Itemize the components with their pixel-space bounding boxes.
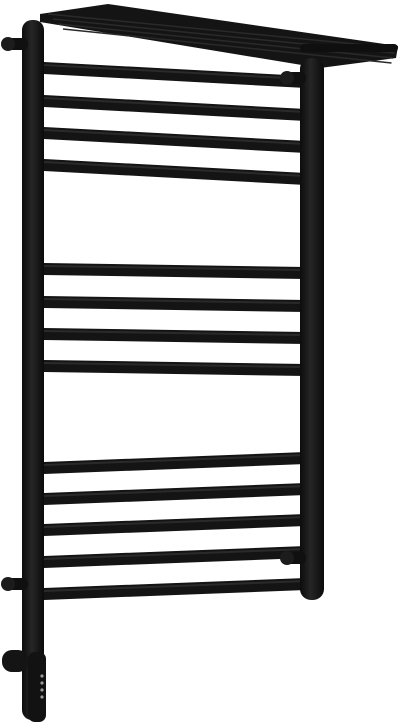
indicator-dot-3 xyxy=(40,688,44,692)
control-unit xyxy=(2,650,46,722)
rail-1 xyxy=(43,62,307,88)
control-housing xyxy=(28,652,46,722)
heated-rails xyxy=(43,62,307,600)
rail-10 xyxy=(43,483,307,505)
rail-8 xyxy=(43,360,307,376)
shelf-bar-3 xyxy=(57,23,394,59)
rail-13 xyxy=(43,578,307,600)
indicator-dot-4 xyxy=(40,695,44,699)
indicator-dot-2 xyxy=(40,681,44,685)
wall-mount-bottom-left xyxy=(1,577,28,591)
rail-4 xyxy=(43,159,307,185)
indicator-dot-1 xyxy=(40,674,44,678)
rail-2 xyxy=(43,95,307,121)
shelf-bars xyxy=(47,13,397,64)
indicator-lights xyxy=(40,674,44,699)
rail-7 xyxy=(43,328,307,344)
right-post xyxy=(300,58,324,600)
power-cable-stub xyxy=(2,650,28,672)
rail-3 xyxy=(43,127,307,153)
rail-12 xyxy=(43,546,307,568)
rail-6 xyxy=(43,296,307,312)
left-post xyxy=(22,20,44,720)
wall-mount-top-left xyxy=(1,37,28,51)
wall-mount-top-right xyxy=(280,71,306,85)
shelf-bar-1 xyxy=(47,13,397,49)
wall-mount-bottom-right xyxy=(280,551,306,565)
shelf-front-lip xyxy=(300,44,398,52)
top-shelf xyxy=(40,4,398,68)
rail-9 xyxy=(43,452,307,474)
rail-11 xyxy=(43,514,307,536)
shelf-bar-4 xyxy=(62,28,392,64)
rail-5 xyxy=(43,263,307,279)
